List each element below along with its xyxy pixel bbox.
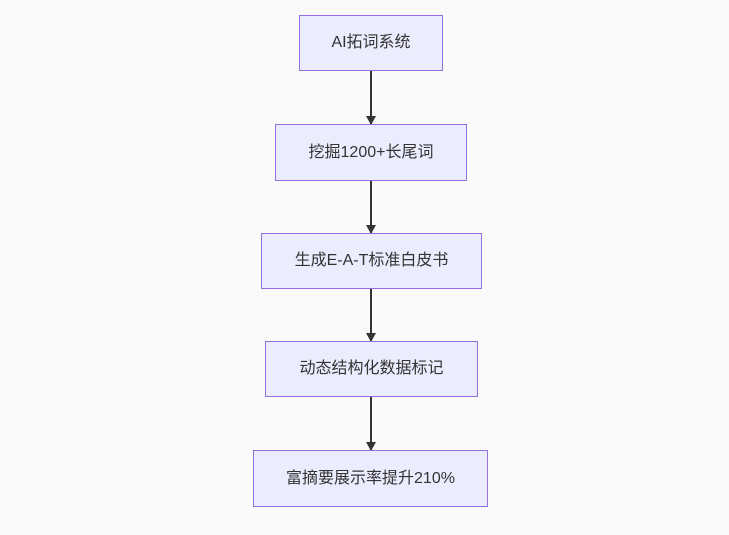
- node-label: AI拓词系统: [331, 34, 411, 52]
- flowchart-node-rich-snippet-result: 富摘要展示率提升210%: [253, 450, 488, 507]
- flowchart-node-structured-data-markup: 动态结构化数据标记: [265, 341, 478, 397]
- arrow-down-icon: [370, 71, 372, 124]
- flowchart-node-longtail-mining: 挖掘1200+长尾词: [275, 124, 467, 181]
- flowchart-node-ai-keyword-system: AI拓词系统: [299, 15, 443, 71]
- arrow-down-icon: [370, 397, 372, 450]
- node-label: 挖掘1200+长尾词: [308, 143, 434, 161]
- flowchart-node-eat-whitepaper: 生成E-A-T标准白皮书: [261, 233, 482, 289]
- node-label: 动态结构化数据标记: [299, 360, 444, 378]
- node-label: 生成E-A-T标准白皮书: [294, 252, 449, 270]
- arrow-down-icon: [370, 289, 372, 341]
- node-label: 富摘要展示率提升210%: [286, 469, 455, 487]
- arrow-down-icon: [370, 181, 372, 233]
